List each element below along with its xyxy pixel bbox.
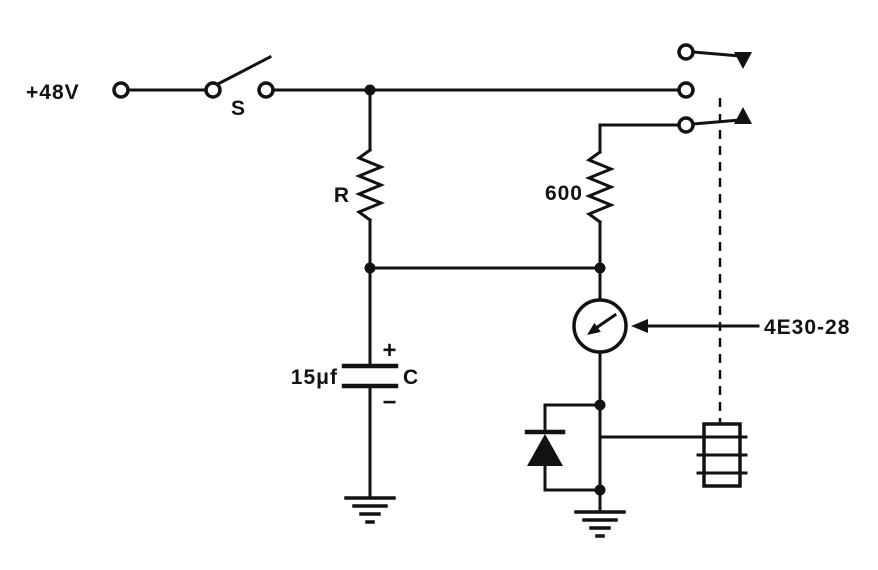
relay-contact-common-terminal-icon (677, 81, 695, 99)
relay-contact-bottom-line (691, 118, 742, 126)
supply-voltage-label: +48V (26, 81, 80, 104)
relay-contact-bottom-terminal-icon (677, 116, 695, 134)
ground-symbol-capacitor (344, 496, 396, 524)
relay-contact-top-arrow-icon (734, 52, 752, 69)
supply-terminal-icon (112, 81, 130, 99)
switch-terminal-left-icon (204, 81, 222, 99)
relay-contacts (677, 43, 752, 134)
switch-blade-icon (215, 54, 273, 87)
relay-contact-top-terminal-icon (677, 43, 695, 61)
tube-part-number-label: 4E30-28 (764, 316, 850, 339)
relay-coil-icon (696, 422, 748, 488)
tube-pointer-arrowhead-icon (631, 319, 648, 333)
capacitor-minus-label: − (382, 389, 397, 416)
switch-label: S (231, 97, 246, 120)
switch-terminal-right-icon (257, 81, 275, 99)
diode-triangle-icon (527, 434, 563, 466)
relay-contact-top-line (691, 50, 742, 58)
tube-arrow-head-icon (587, 322, 601, 335)
capacitor-name-label: C (403, 366, 419, 389)
tube-arrow-tail-icon (593, 312, 618, 331)
resistor-r-label: R (334, 184, 350, 207)
resistor-r-icon (355, 147, 385, 223)
relay-contact-bottom-arrow-icon (734, 107, 752, 124)
ground-symbol-main (574, 510, 626, 538)
capacitor-plus-label: + (382, 337, 397, 364)
resistor-600-icon (585, 149, 615, 225)
capacitor-value-label: 15μf (291, 366, 338, 389)
resistor-600-label: 600 (545, 182, 583, 205)
